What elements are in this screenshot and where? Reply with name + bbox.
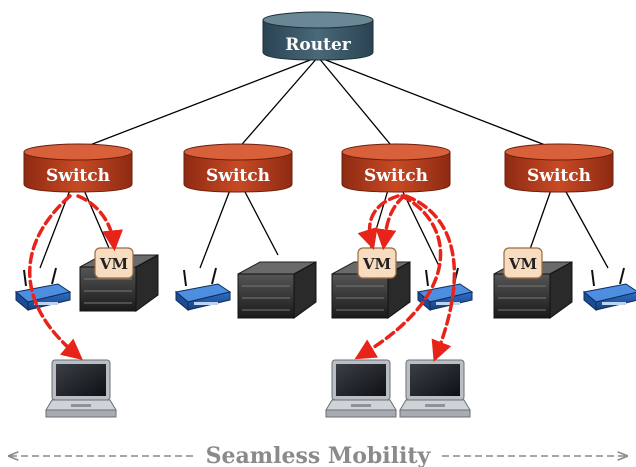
switch-node-2: Switch: [183, 143, 293, 193]
switch-icon: [504, 143, 614, 193]
switch-icon: [23, 143, 133, 193]
link-switch2-server: [243, 189, 279, 256]
router-icon: [262, 11, 374, 61]
laptop-1: [45, 359, 117, 418]
wireless-ap-1: [14, 267, 72, 312]
switch-label: Switch: [46, 166, 110, 186]
switch-icon: [183, 143, 293, 193]
topology-links: [39, 56, 609, 269]
switch-label: Switch: [364, 166, 428, 186]
migration-arrow-laptop2: [354, 194, 443, 360]
vm-badge-3: VM: [503, 247, 543, 279]
server-icon: [237, 261, 317, 319]
link-switch4-ap: [564, 189, 609, 269]
link-router-switch-2: [236, 56, 319, 151]
laptop-2: [325, 359, 397, 418]
laptop-icon: [325, 359, 397, 418]
migration-arrow-laptop1: [28, 194, 83, 361]
migration-paths: [28, 194, 456, 362]
wireless-ap-icon: [174, 267, 232, 312]
wireless-ap-icon: [582, 267, 636, 312]
link-router-switch-3: [317, 56, 396, 151]
vm-label: VM: [99, 255, 128, 273]
link-switch3-ap: [401, 189, 441, 269]
switch-node-1: Switch: [23, 143, 133, 193]
switch-icon: [341, 143, 451, 193]
laptop-icon: [45, 359, 117, 418]
link-switch4-server: [527, 189, 552, 256]
migration-arrow-laptop3: [404, 194, 456, 362]
laptop-icon: [399, 359, 471, 418]
migration-arrow-vm2-b: [375, 194, 406, 251]
router-node: Router: [262, 11, 374, 61]
footer: Seamless Mobility: [10, 443, 626, 467]
migration-arrow-vm2-a: [357, 194, 400, 251]
vm-badge-1: VM: [94, 247, 134, 279]
wireless-ap-2: [174, 267, 232, 312]
link-router-switch-1: [76, 56, 319, 151]
laptop-3: [399, 359, 471, 418]
migration-arrow-vm1: [76, 194, 123, 252]
wireless-ap-icon: [416, 267, 474, 312]
wireless-ap-icon: [14, 267, 72, 312]
footer-label: Seamless Mobility: [206, 443, 432, 467]
vm-badge-2: VM: [357, 247, 397, 279]
wireless-ap-3: [416, 267, 474, 312]
vm-icon: [503, 247, 543, 279]
switch-node-4: Switch: [504, 143, 614, 193]
vm-label: VM: [362, 255, 391, 273]
switch-label: Switch: [527, 166, 591, 186]
switch-node-3: Switch: [341, 143, 451, 193]
vm-label: VM: [508, 255, 537, 273]
link-router-switch-4: [317, 56, 559, 151]
wireless-ap-4: [582, 267, 636, 312]
server-2: [237, 261, 317, 319]
switch-label: Switch: [206, 166, 270, 186]
link-switch2-ap: [199, 189, 231, 269]
router-label: Router: [285, 35, 351, 55]
